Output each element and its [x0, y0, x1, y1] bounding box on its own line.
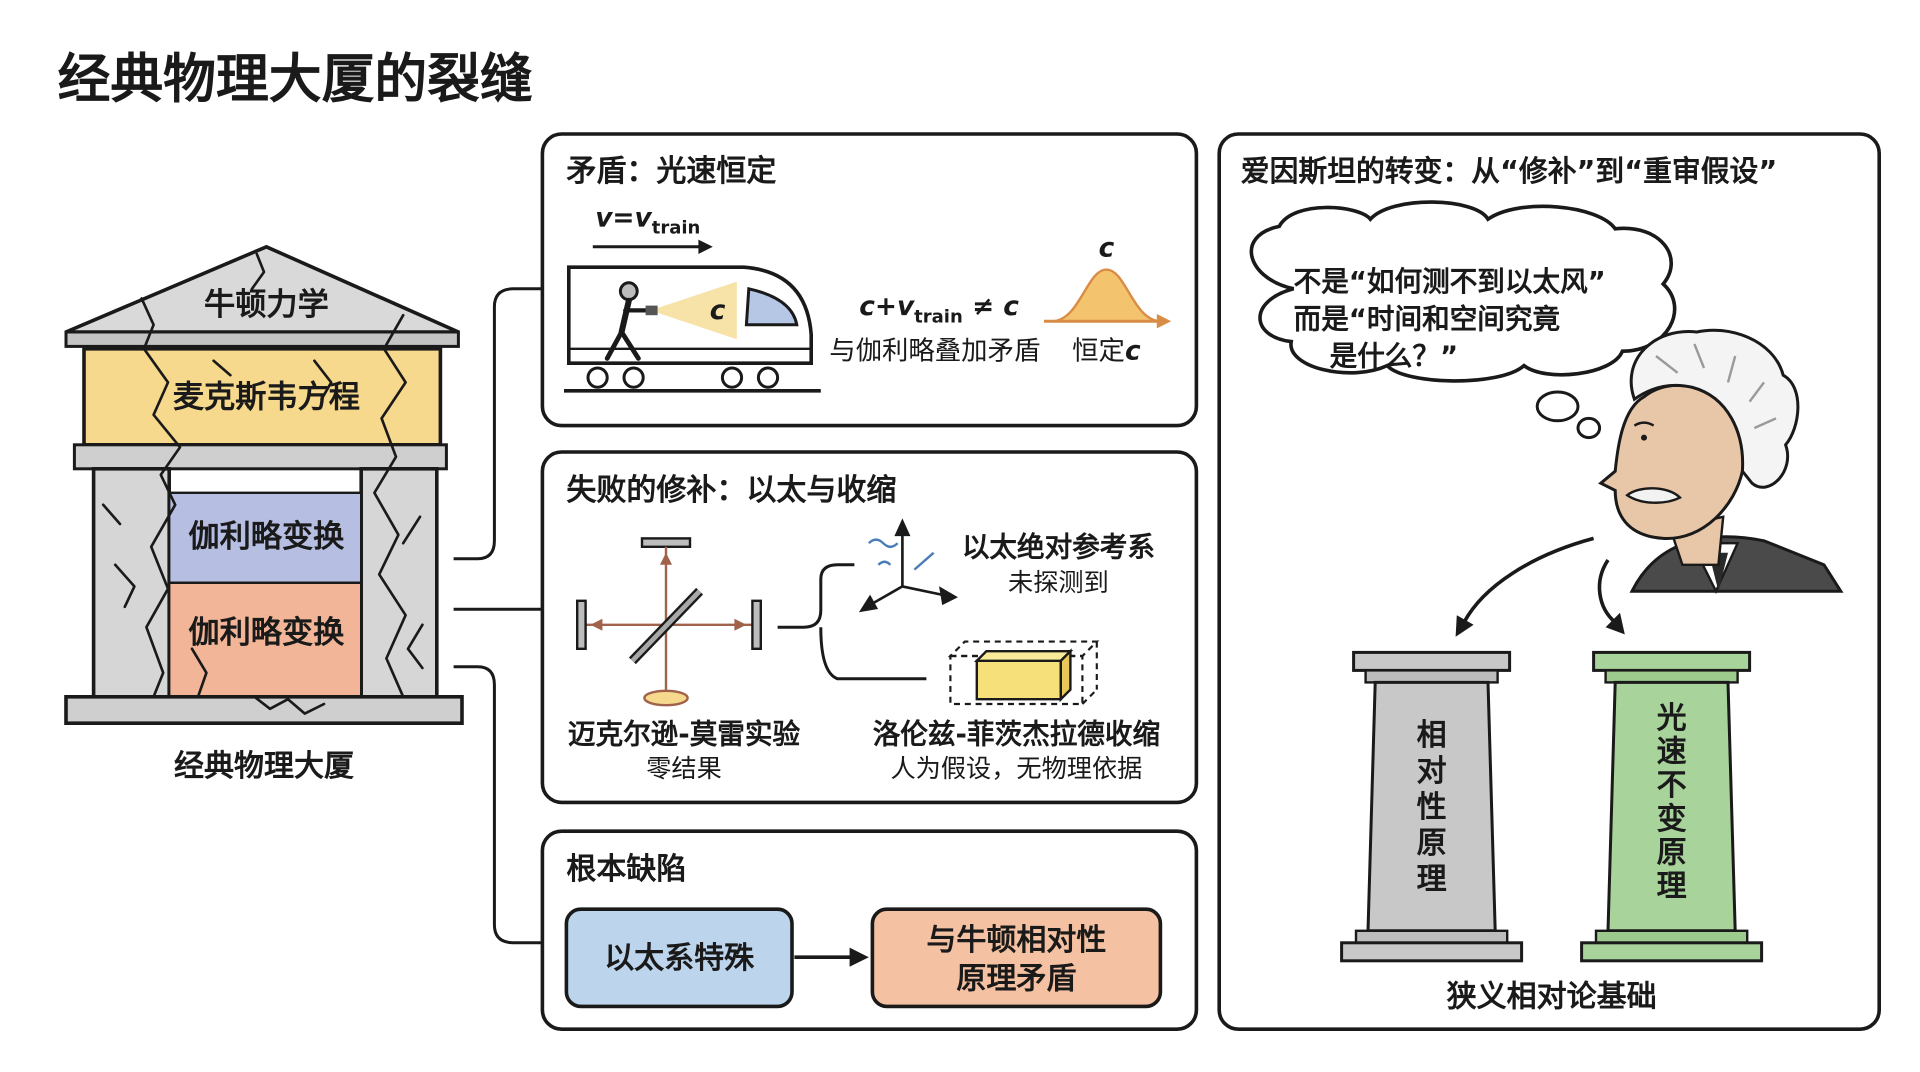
pillar-left-char: 相 [1417, 718, 1447, 753]
pillar-right-char: 变 [1657, 802, 1687, 837]
velocity-main: v=v [595, 202, 652, 233]
thought-dot-small [1576, 416, 1602, 440]
formula-caption: 与伽利略叠加矛盾 [829, 336, 1040, 367]
panel-einstein: 爱因斯坦的转变：从“修补”到“重审假设” 不是“如何测不到以太风” 而是“时间和… [1217, 132, 1881, 1031]
mm-experiment-label: 迈克尔逊-莫雷实验 [568, 718, 801, 751]
pillar-right-char: 理 [1657, 869, 1687, 904]
thought-bubble [1249, 200, 1677, 383]
panel-flaw-title: 根本缺陷 [566, 852, 686, 887]
constant-caption-prefix: 恒定 [1072, 336, 1125, 367]
galilean-band-blue [168, 491, 363, 585]
panel-failed-fix-frame [540, 450, 1199, 805]
formula-main: c+v [859, 291, 915, 322]
light-c-label: c [710, 295, 726, 326]
panel-einstein-title: 爱因斯坦的转变：从“修补”到“重审假设” [1241, 154, 1777, 188]
right-column [359, 467, 439, 699]
page-title: 经典物理大厦的裂缝 [58, 49, 533, 110]
einstein-portrait-icon [1598, 328, 1844, 594]
roof-label: 牛顿力学 [204, 287, 329, 323]
pillar-left-char: 原 [1417, 826, 1447, 861]
fix-connector [777, 563, 927, 681]
arrow-to-left-pillar-head [1455, 615, 1474, 637]
bubble-line1: 不是“如何测不到以太风” [1294, 265, 1606, 298]
interferometer-icon [576, 537, 762, 707]
crack-lines [101, 252, 424, 715]
train-wheel [586, 366, 609, 389]
pillar-right-char: 光 [1657, 701, 1687, 736]
building-base [64, 695, 464, 725]
curve-axis-arrowhead [1156, 314, 1172, 329]
velocity-sub: train [652, 218, 701, 239]
beam-base [72, 443, 448, 471]
arrow-to-right-pillar-head [1605, 612, 1625, 635]
formula-sub: train [914, 306, 963, 327]
constant-caption-c: c [1125, 336, 1141, 367]
light-speed-principle-pillar [1580, 650, 1764, 963]
constant-c-caption: 恒定c [1072, 336, 1141, 367]
running-person-icon [604, 281, 651, 361]
flashlight-beam [650, 281, 737, 340]
roof-ledge [64, 330, 460, 348]
pillar-right-char: 原 [1657, 835, 1687, 870]
thought-dot-large [1535, 390, 1580, 423]
arrow-to-right-pillar [1597, 559, 1617, 624]
pillar-left-char: 理 [1417, 862, 1447, 897]
panel-flaw: 根本缺陷 以太系特殊 与牛顿相对性 原理矛盾 [540, 829, 1199, 1031]
middle-label-bottom: 伽利略变换 [188, 615, 345, 651]
panel-contradiction: 矛盾：光速恒定 v=vtrain c c+vtrain ≠ c 与伽利略叠加矛盾… [540, 132, 1199, 428]
building-caption: 经典物理大厦 [174, 749, 354, 784]
connector-bottom [453, 665, 543, 945]
bubble-line2: 而是“时间和空间究竟 [1294, 302, 1561, 335]
constant-c-curve [1053, 268, 1160, 323]
relativity-principle-pillar [1340, 650, 1524, 963]
bubble-line3: 是什么？” [1330, 340, 1459, 373]
train-window [744, 286, 799, 327]
velocity-addition-formula: c+vtrain ≠ c [859, 291, 1019, 327]
mm-experiment-sub: 零结果 [646, 754, 722, 783]
newton-contradiction-box [870, 907, 1163, 1009]
train-wheel [720, 366, 744, 389]
ether-special-box [564, 907, 794, 1009]
ether-special-text: 以太系特殊 [604, 941, 755, 976]
ether-frame-sub: 未探测到 [1008, 568, 1109, 597]
connector-top [453, 287, 543, 561]
middle-label-top: 伽利略变换 [188, 519, 345, 555]
train-wheel [622, 366, 645, 389]
ether-axes-icon [858, 518, 958, 613]
flashlight-icon [645, 305, 658, 316]
lorentz-label: 洛伦兹-菲茨杰拉德收缩 [873, 718, 1160, 751]
train-wheel [756, 366, 780, 389]
curve-c-label: c [1099, 232, 1115, 263]
beam-label: 麦克斯韦方程 [173, 380, 360, 416]
pillar-left-char: 性 [1417, 790, 1447, 825]
train-velocity-label: v=vtrain [595, 202, 700, 238]
pillar-right-char: 速 [1657, 735, 1687, 770]
panel-failed-fix: 失败的修补：以太与收缩 迈克尔逊-莫雷实验 零结果 [540, 450, 1199, 805]
maxwell-beam [82, 347, 443, 447]
pillar-left-char: 对 [1417, 754, 1447, 789]
panel-contradiction-title: 矛盾：光速恒定 [566, 154, 776, 189]
einstein-caption: 狭义相对论基础 [1446, 979, 1657, 1014]
newton-contradiction-line2: 原理矛盾 [956, 961, 1076, 996]
contraction-block-icon [947, 640, 1100, 706]
ether-frame-label: 以太绝对参考系 [962, 530, 1155, 563]
panel-failed-fix-title: 失败的修补：以太与收缩 [566, 473, 896, 508]
formula-neq: ≠ c [963, 291, 1019, 322]
newton-contradiction-line1: 与牛顿相对性 [926, 923, 1106, 958]
galilean-band-orange [168, 581, 363, 699]
lorentz-sub: 人为假设，无物理依据 [890, 754, 1142, 783]
arrow-to-left-pillar [1462, 536, 1595, 624]
pillar-right-char: 不 [1657, 768, 1687, 803]
classical-building: 牛顿力学 麦克斯韦方程 伽利略变换 伽利略变换 经典物理大厦 [64, 244, 464, 784]
flaw-arrowhead [849, 947, 869, 967]
velocity-arrowhead [698, 239, 713, 254]
